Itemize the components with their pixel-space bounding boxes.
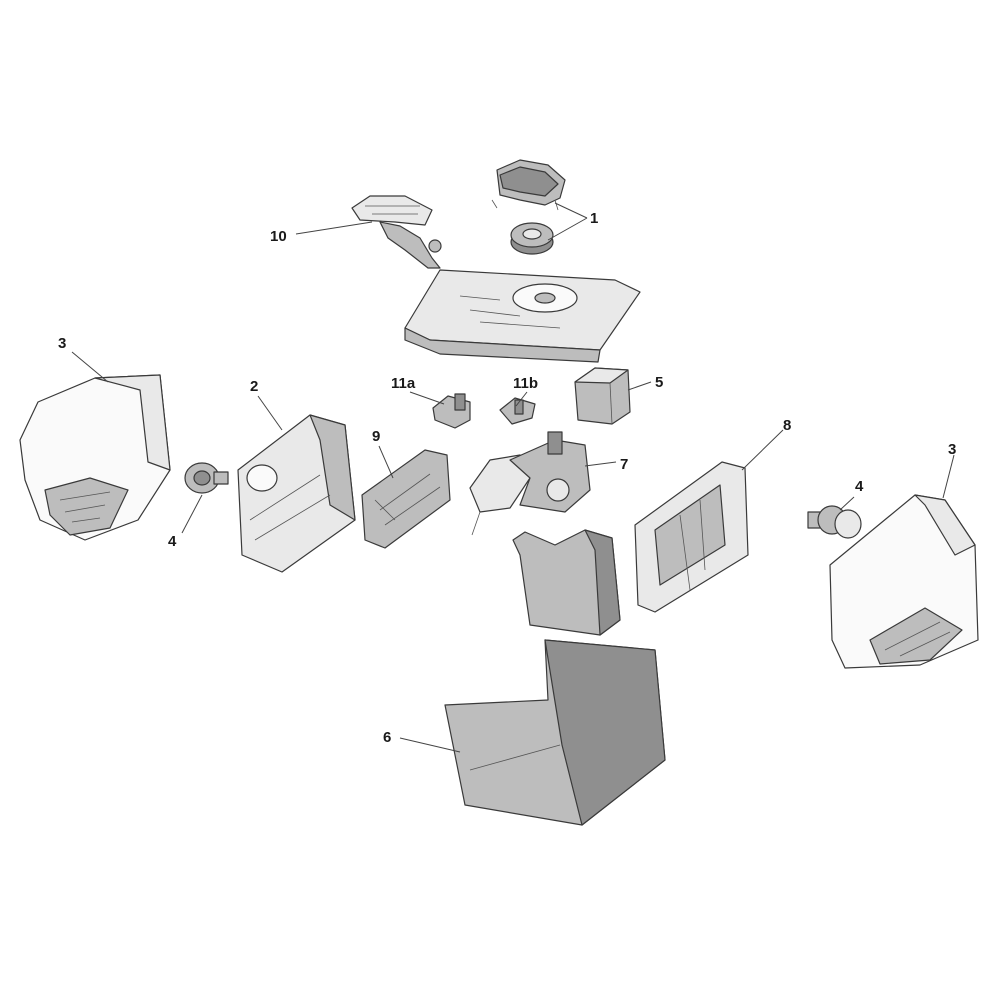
- leader-1-cover: [554, 202, 588, 219]
- leader-10: [295, 221, 373, 235]
- motor-cover-inner: [512, 529, 621, 636]
- callout-8: 8: [783, 417, 791, 434]
- callout-10: 10: [270, 228, 287, 245]
- part-2-housing: [237, 414, 356, 573]
- callout-labels: 1 10 3 2 11a 11b 5 8 9 7 4 4 3 6: [58, 210, 956, 746]
- part-5-transformer: [574, 367, 631, 425]
- leader-lines: [71, 202, 955, 753]
- leader-4-left: [181, 494, 203, 534]
- callout-3-right: 3: [948, 441, 956, 458]
- leader-2: [257, 395, 283, 431]
- leader-8: [741, 429, 784, 471]
- callout-9: 9: [372, 428, 380, 445]
- leader-4-right: [839, 496, 855, 511]
- part-1-sprocket-gear: [510, 222, 554, 255]
- part-7-motor: [469, 431, 591, 536]
- callout-1: 1: [590, 210, 598, 227]
- part-3-right-lens-cover: [829, 494, 979, 669]
- part-10-light-bracket: [351, 195, 442, 269]
- leader-11a: [409, 391, 445, 405]
- callout-7: 7: [620, 456, 628, 473]
- part-4-left-light-socket: [184, 462, 229, 494]
- leader-9: [378, 445, 394, 479]
- leader-3-right: [942, 454, 955, 499]
- leader-7: [584, 461, 617, 467]
- part-6-bottom-cover: [444, 639, 666, 826]
- part-9-logic-board: [361, 449, 451, 549]
- part-11b-limit-switch: [499, 397, 536, 425]
- leader-6: [399, 737, 461, 753]
- leader-5: [627, 381, 652, 391]
- part-1-sprocket-cover: [491, 159, 566, 211]
- callout-11b: 11b: [513, 375, 538, 392]
- callout-3-left: 3: [58, 335, 66, 352]
- leader-1-gear: [547, 217, 588, 241]
- leader-11b: [515, 391, 528, 407]
- callout-11a: 11a: [391, 375, 416, 392]
- callout-2: 2: [250, 378, 258, 395]
- part-4-right-light-socket: [807, 505, 862, 539]
- callout-4-left: 4: [168, 533, 177, 550]
- chassis-plate: [404, 269, 641, 363]
- callout-4-right: 4: [855, 478, 864, 495]
- part-3-left-lens-cover: [19, 374, 171, 541]
- part-8-end-panel: [634, 461, 749, 613]
- callout-5: 5: [655, 374, 663, 391]
- callout-6: 6: [383, 729, 391, 746]
- part-11a-limit-switch: [432, 393, 471, 429]
- leader-3-left: [71, 351, 109, 383]
